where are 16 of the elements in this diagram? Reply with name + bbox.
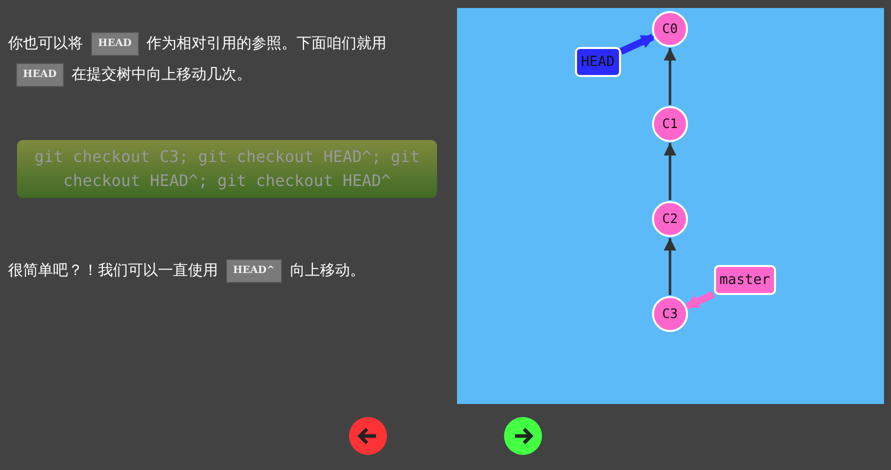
instruction-text: 向上移动。 — [290, 261, 365, 279]
arrow — [684, 291, 715, 310]
arrow — [664, 143, 676, 200]
arrow — [620, 34, 656, 55]
code-tag: HEAD — [91, 32, 139, 56]
branch-tag: HEAD — [575, 47, 621, 77]
instruction-text: 很简单吧？！我们可以一直使用 — [8, 261, 218, 279]
instruction-text: 你也可以将 — [8, 34, 83, 52]
arrow — [664, 238, 676, 295]
instruction-text: 在提交树中向上移动几次。 — [72, 65, 252, 83]
branch-tag: master — [714, 265, 776, 295]
code-tag: HEAD — [16, 62, 64, 87]
arrow — [664, 48, 676, 105]
code-tag: HEAD^ — [226, 258, 282, 283]
command-block: git checkout C3; git checkout HEAD^; git checkout HEAD^; git checkout HEAD^ — [17, 140, 437, 198]
instruction-text: 作为相对引用的参照。下面咱们就用 — [146, 34, 387, 52]
